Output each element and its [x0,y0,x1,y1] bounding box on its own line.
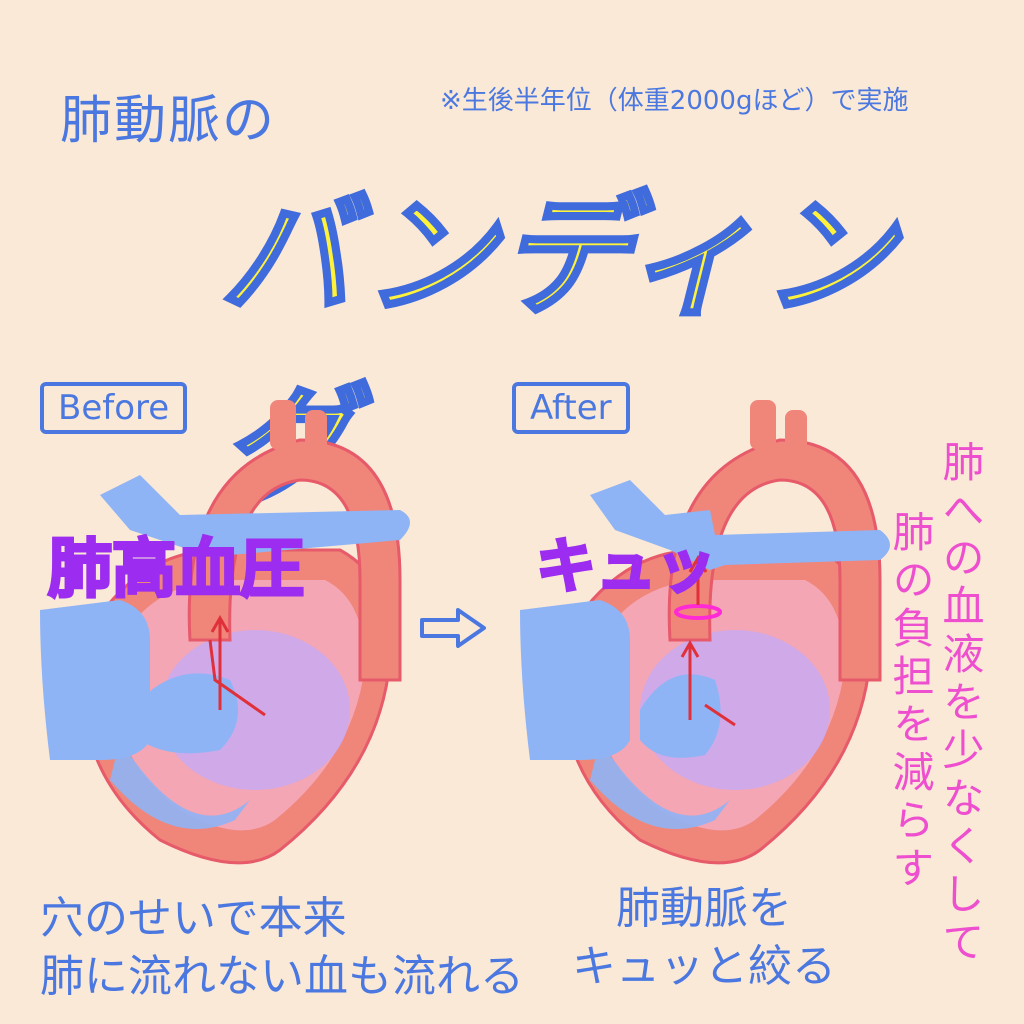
flow-arrow-2 [208,639,266,717]
septum-blue [590,740,730,829]
vena-cava [520,600,630,760]
squeeze-label: キュッ [535,531,718,604]
side-note-line1: 肺への血液を少なくして [936,440,985,968]
vena-cava [40,600,150,760]
after-caption-line1: 肺動脈を [616,883,792,934]
pulmonary-artery [100,475,410,555]
aorta-branch [270,400,296,450]
aorta-branch-2 [305,410,327,455]
after-caption-line2: キュッと絞る [572,941,836,992]
heart-after-diagram [520,400,890,865]
before-caption-line2: 肺に流れない血も流れる [40,951,524,1002]
aortic-arch [187,438,402,682]
flow-arrow-2 [704,703,736,727]
band-ring [674,604,722,620]
heart-before-diagram [40,400,410,865]
flow-arrow-head [210,614,230,633]
after-label: After [512,382,630,434]
subtitle: 肺動脈の [60,91,277,151]
side-note-line2: 肺の負担を減らす [886,510,935,894]
note: ※生後半年位（体重2000gほど）で実施 [440,86,909,116]
right-atrium [140,673,238,754]
right-arrow-icon [420,608,486,648]
aorta-branch [750,400,776,450]
aortic-arch [667,438,882,682]
septum-blue [110,740,250,829]
before-label: Before [40,382,188,434]
after-caption: 肺動脈を キュッと絞る [572,880,836,996]
before-caption-line1: 穴のせいで本来 [40,893,347,944]
aorta-branch-2 [785,410,807,455]
right-atrium [640,674,721,758]
flow-arrow-3-head [688,554,708,573]
flow-arrow-head [680,639,700,658]
pulmonary-artery-banded [590,480,890,570]
pulmonary-hypertension-label: 肺高血圧 [47,532,306,609]
before-caption: 穴のせいで本来 肺に流れない血も流れる [40,890,524,1006]
